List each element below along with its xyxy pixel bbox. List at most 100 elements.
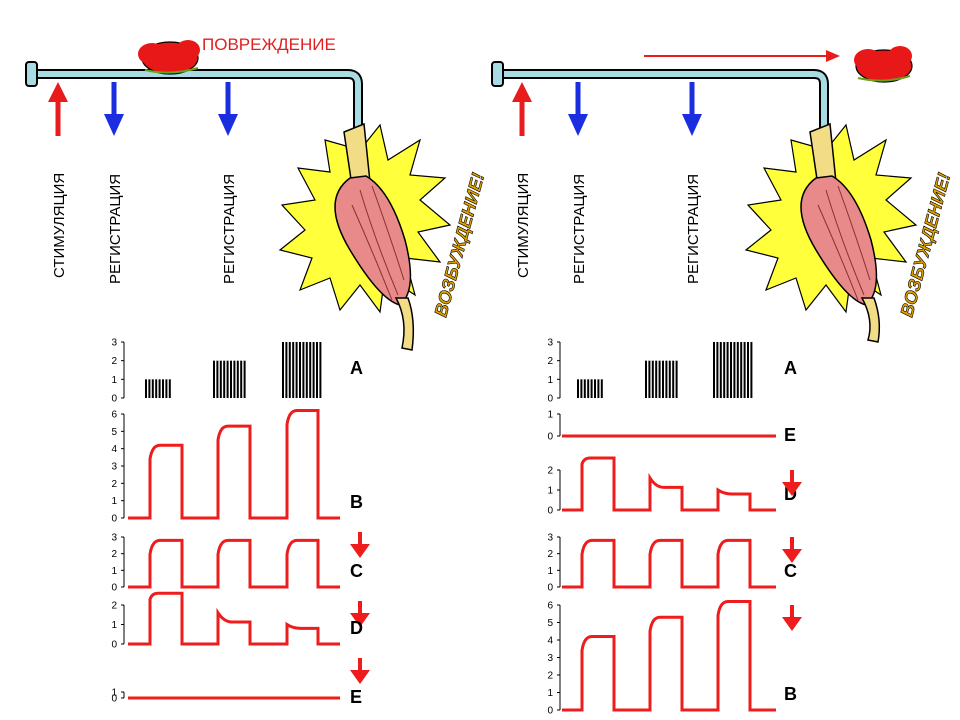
trace-label: C: [784, 561, 797, 581]
recording-arrow-2: [682, 82, 702, 136]
trace-label: A: [350, 358, 363, 378]
down-arrow: [782, 470, 802, 496]
tick-label: 2: [547, 356, 553, 367]
tick-label: 4: [111, 444, 117, 455]
right-illustration: СТИМУЛЯЦИЯ РЕГИСТРАЦИЯ РЕГИСТРАЦИЯ ВОЗБУ…: [491, 46, 955, 343]
registration-label-1: РЕГИСТРАЦИЯ: [571, 174, 588, 284]
tick-label: 0: [547, 506, 553, 517]
tick-label: 6: [547, 601, 553, 612]
signal-line: [128, 591, 340, 646]
tick-label: 0: [111, 394, 117, 405]
trace-B: 6 5 4 3 2 1 0 B: [111, 409, 370, 558]
tick-label: 0: [547, 706, 553, 717]
registration-label-2: РЕГИСТРАЦИЯ: [221, 174, 238, 284]
nerve-fiber-core: [36, 71, 361, 128]
trace-label: B: [784, 684, 797, 704]
nerve-fiber-core: [502, 71, 827, 128]
down-arrow: [782, 537, 802, 563]
tick-label: 2: [111, 549, 117, 560]
tick-label: 5: [547, 618, 553, 629]
stimulation-arrow: [48, 82, 68, 136]
tick-label: 3: [547, 533, 553, 544]
injury-label: ПОВРЕЖДЕНИЕ: [202, 35, 336, 54]
signal-line: [562, 456, 776, 512]
tick-label: 1: [111, 688, 117, 699]
trace-label: D: [350, 618, 363, 638]
trace-C: 3 2 1 0 C: [111, 533, 370, 627]
trace-label: B: [350, 492, 363, 512]
tick-label: 0: [111, 514, 117, 525]
trace-C: 3 2 1 0 C: [547, 533, 802, 594]
tick-label: 1: [547, 410, 553, 421]
signal-line: [562, 538, 776, 589]
trace-E: 1 0 E: [547, 410, 796, 446]
muscle-receptor: [800, 122, 881, 343]
tick-label: 1: [111, 375, 117, 386]
tick-label: 3: [111, 462, 117, 473]
tick-label: 0: [111, 640, 117, 651]
nerve-end-cap: [25, 61, 38, 87]
tick-label: 1: [547, 566, 553, 577]
tick-label: 4: [547, 636, 553, 647]
trace-label: A: [784, 358, 797, 378]
stimulation-arrow: [512, 82, 532, 136]
tick-label: 2: [547, 466, 553, 477]
injury-blob: [138, 40, 200, 75]
injury-blob: [854, 46, 913, 83]
down-arrow: [350, 601, 370, 627]
recording-arrow-2: [218, 82, 238, 136]
tick-label: 0: [547, 583, 553, 594]
tick-label: 2: [111, 479, 117, 490]
recording-arrow-1: [568, 82, 588, 136]
excitation-label: ВОЗБУЖДЕНИЕ!: [431, 171, 489, 319]
excitation-label: ВОЗБУЖДЕНИЕ!: [897, 171, 955, 319]
tick-label: 2: [111, 601, 117, 612]
trace-A: 3 2 1 0 A: [547, 338, 797, 405]
signal-line: [128, 538, 340, 589]
registration-label-1: РЕГИСТРАЦИЯ: [107, 174, 124, 284]
trace-label: E: [350, 687, 362, 707]
tick-label: 0: [547, 394, 553, 405]
tick-label: 2: [547, 549, 553, 560]
nerve-end-cap: [491, 61, 504, 87]
trace-E: 10 E: [111, 687, 362, 707]
trace-label: E: [784, 425, 796, 445]
tick-label: 3: [111, 338, 117, 349]
down-arrow: [350, 658, 370, 684]
left-illustration: ПОВРЕЖДЕНИЕ СТИМУЛЯЦИЯ РЕГИСТРАЦИЯ РЕГИС…: [25, 35, 489, 351]
stimulation-label: СТИМУЛЯЦИЯ: [51, 173, 68, 278]
tick-label: 5: [111, 427, 117, 438]
tick-label: 1: [547, 486, 553, 497]
down-arrow: [782, 605, 802, 631]
tick-label: 0: [547, 432, 553, 443]
tick-label: 3: [547, 653, 553, 664]
nerve-fiber: [502, 69, 829, 128]
muscle-receptor: [334, 122, 415, 351]
trace-A: 3 2 1 0 A: [111, 338, 363, 405]
tick-label: 2: [111, 356, 117, 367]
signal-line: [562, 600, 776, 712]
down-arrow: [350, 532, 370, 558]
tick-label: 0: [111, 694, 117, 705]
tick-label: 1: [111, 566, 117, 577]
recording-arrow-1: [104, 82, 124, 136]
tick-label: 1: [111, 496, 117, 507]
tick-label: 3: [547, 338, 553, 349]
tick-label: 1: [547, 375, 553, 386]
tick-label: 0: [111, 583, 117, 594]
tick-label: 3: [111, 533, 117, 544]
trace-label: C: [350, 561, 363, 581]
tick-label: 2: [547, 671, 553, 682]
registration-label-2: РЕГИСТРАЦИЯ: [685, 174, 702, 284]
trace-B: 6 5 4 3 2 1 0 B: [547, 600, 802, 717]
signal-line: [128, 409, 340, 520]
tick-label: 1: [547, 688, 553, 699]
tick-label: 6: [111, 410, 117, 421]
nerve-fiber: [36, 69, 363, 128]
stimulation-label: СТИМУЛЯЦИЯ: [515, 173, 532, 278]
